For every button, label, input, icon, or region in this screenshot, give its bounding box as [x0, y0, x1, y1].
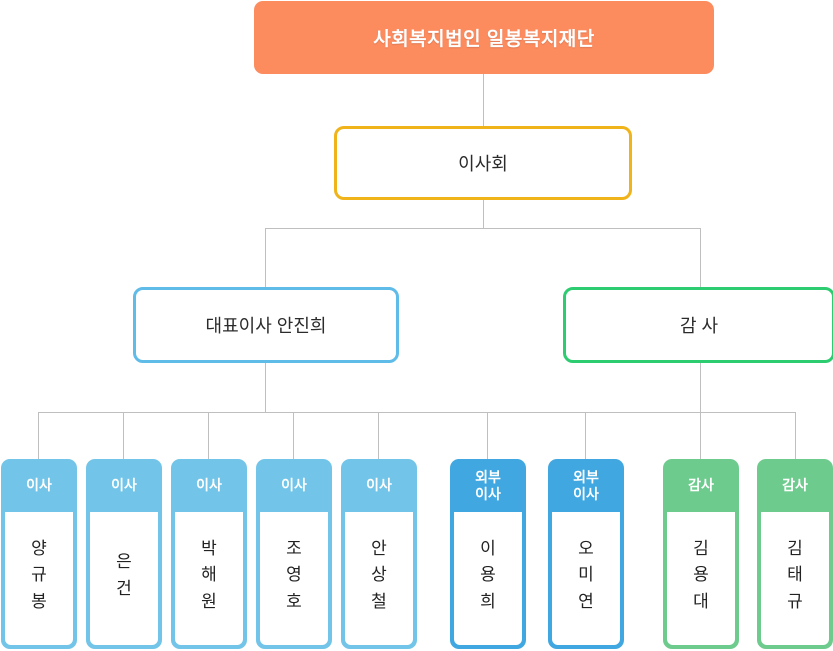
member-card-role: 외부 이사: [475, 468, 501, 502]
member-card-role: 이사: [111, 477, 137, 494]
connector-drop-8: [700, 412, 701, 459]
connector-auditor-stem: [700, 363, 701, 412]
node-auditor-label: 감 사: [679, 316, 719, 336]
connector-drop-4: [293, 412, 294, 459]
node-foundation-label: 사회복지법인 일봉복지재단: [373, 29, 595, 50]
member-card-role: 이사: [366, 477, 392, 494]
member-card-name: 은 건: [116, 552, 132, 598]
member-card-role: 이사: [196, 477, 222, 494]
member-card-name: 양 규 봉: [31, 538, 47, 611]
member-card-name: 이 용 희: [480, 538, 496, 611]
member-card-name: 김 용 대: [693, 538, 709, 611]
node-ceo[interactable]: 대표이사 안진희: [133, 287, 399, 363]
connector-bus-to-auditor: [700, 228, 701, 287]
member-card-body: 양 규 봉: [5, 512, 73, 645]
member-card-body: 이 용 희: [454, 512, 522, 645]
node-board-of-directors[interactable]: 이사회: [334, 126, 632, 200]
node-ceo-label: 대표이사 안진희: [205, 316, 327, 336]
connector-ceo-stem: [265, 363, 266, 412]
connector-drop-2: [123, 412, 124, 459]
member-card-name: 박 해 원: [201, 538, 217, 611]
member-card-name: 오 미 연: [578, 538, 594, 611]
member-card-role: 감사: [782, 477, 808, 494]
connector-root-to-board: [483, 74, 484, 126]
member-card-name: 김 태 규: [787, 538, 803, 611]
member-card-body: 김 태 규: [761, 512, 829, 645]
connector-drop-1: [38, 412, 39, 459]
member-card-body: 김 용 대: [667, 512, 735, 645]
member-card-role: 이사: [281, 477, 307, 494]
connector-bus-to-ceo: [265, 228, 266, 287]
connector-members-bus: [38, 412, 795, 413]
member-card-role: 외부 이사: [573, 468, 599, 502]
node-auditor[interactable]: 감 사: [563, 287, 833, 363]
member-card-body: 은 건: [90, 512, 158, 645]
connector-board-bus: [265, 228, 701, 229]
node-foundation[interactable]: 사회복지법인 일봉복지재단: [254, 1, 714, 74]
connector-drop-5: [378, 412, 379, 459]
member-card-name: 안 상 철: [371, 538, 387, 611]
member-card-body: 안 상 철: [345, 512, 413, 645]
member-card-name: 조 영 호: [286, 538, 302, 611]
member-card-role: 감사: [688, 477, 714, 494]
member-card-body: 조 영 호: [260, 512, 328, 645]
connector-drop-6: [487, 412, 488, 459]
member-card-body: 오 미 연: [552, 512, 620, 645]
node-board-of-directors-label: 이사회: [458, 154, 508, 174]
member-card-body: 박 해 원: [175, 512, 243, 645]
member-card-role: 이사: [26, 477, 52, 494]
connector-board-stem: [483, 200, 484, 228]
connector-drop-3: [208, 412, 209, 459]
connector-drop-7: [585, 412, 586, 459]
connector-drop-9: [795, 412, 796, 459]
